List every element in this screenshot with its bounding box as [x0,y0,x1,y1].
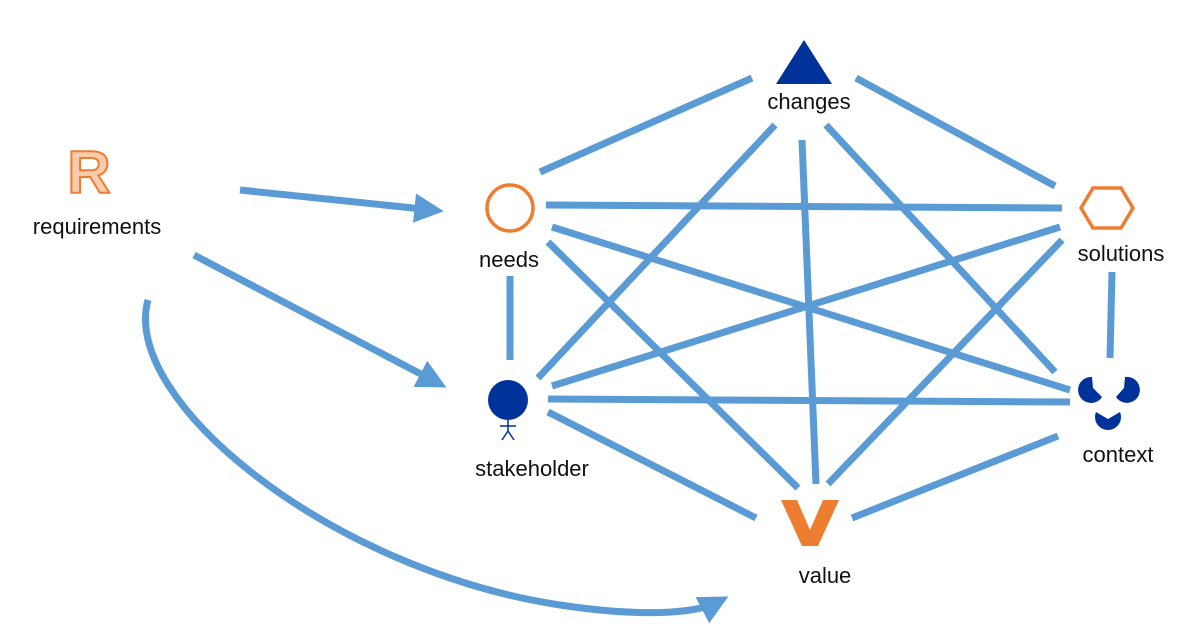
edge-stakeholder-value [546,408,758,522]
requirements-node: R requirements [33,138,161,239]
r-letter-icon: R [67,139,110,206]
arrow-requirements-value [142,299,729,624]
stakeholder-label: stakeholder [475,456,589,481]
stick-figure-icon [488,380,528,441]
solutions-label: solutions [1078,241,1165,266]
edge-needs-solutions [545,201,1063,212]
edge-changes-value [798,139,820,485]
triangle-icon [776,40,832,84]
circle-outline-icon [485,183,535,233]
changes-label: changes [767,89,850,114]
hexagon-outline-icon [1078,186,1136,230]
trefoil-icon [1078,376,1140,430]
edge-solutions-stakeholder [550,223,1062,390]
edge-stakeholder-context [547,395,1071,406]
edge-solutions-context [1106,271,1116,359]
solutions-node: solutions [1078,186,1165,266]
value-label: value [799,563,852,588]
value-node: value [781,500,851,588]
v-shape-icon [781,500,839,546]
changes-node: changes [767,40,851,114]
arrow-layer [142,186,729,624]
arrow-requirements-stakeholder [192,251,447,388]
edge-needs-value [545,239,801,491]
edge-changes-stakeholder [535,122,778,381]
needs-label: needs [479,247,539,272]
edge-layer [506,74,1116,522]
context-label: context [1083,442,1154,467]
edge-needs-changes [538,74,754,176]
context-node: context [1078,376,1154,467]
edge-context-value [850,432,1060,522]
stakeholder-node: stakeholder [475,380,589,481]
requirements-label: requirements [33,214,161,239]
edge-solutions-value [825,237,1065,487]
arrow-requirements-needs [239,186,444,223]
edge-changes-context [823,122,1058,375]
edge-changes-solutions [854,74,1057,190]
needs-node: needs [479,183,539,272]
